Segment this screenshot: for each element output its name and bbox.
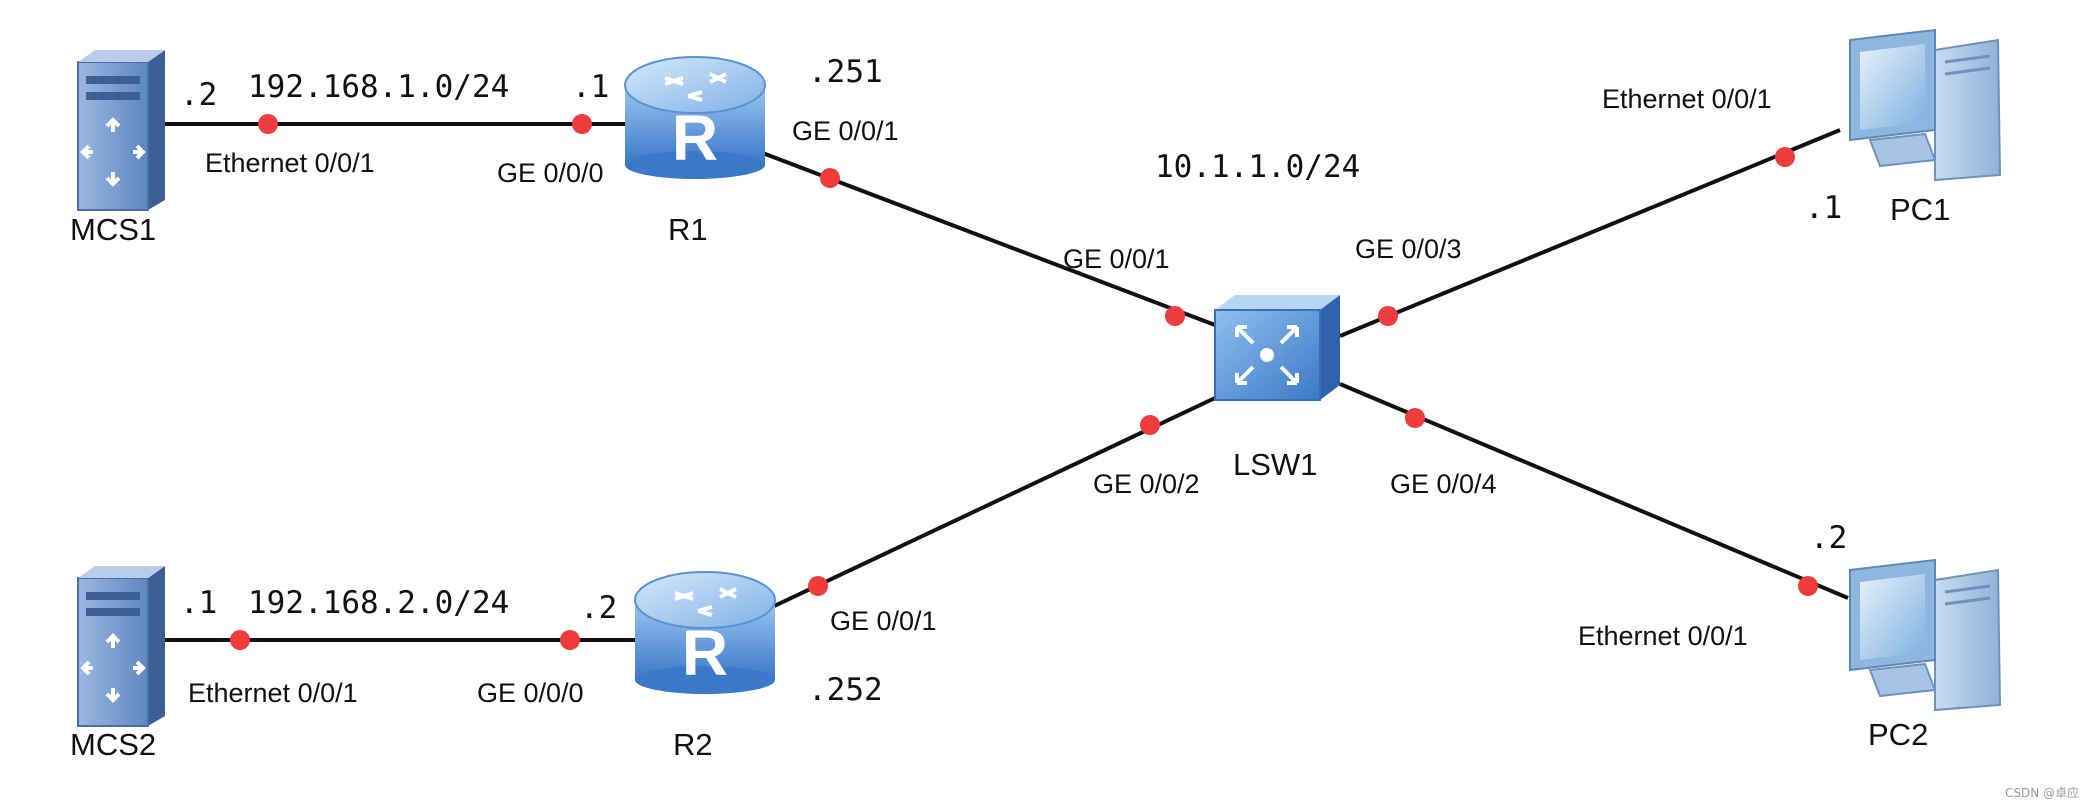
port-dot-r1-g000[interactable]: [572, 114, 592, 134]
server-icon: [77, 566, 165, 727]
device-name-mcs1: MCS1: [70, 212, 156, 247]
device-name-r2: R2: [673, 727, 713, 762]
port-dot-mcs2[interactable]: [230, 630, 250, 650]
port-dot-lsw-g003[interactable]: [1378, 306, 1398, 326]
port-label-r2-g001: GE 0/0/1: [830, 606, 937, 636]
port-label-r1-g001: GE 0/0/1: [792, 116, 899, 146]
pc1-device[interactable]: [1849, 28, 2002, 182]
port-dot-pc1[interactable]: [1775, 147, 1795, 167]
port-label-lsw-g002: GE 0/0/2: [1093, 469, 1200, 499]
port-label-pc1-eth: Ethernet 0/0/1: [1602, 84, 1772, 114]
addr-r2-g0: .2: [580, 590, 617, 626]
r1-device[interactable]: R: [624, 56, 766, 179]
port-label-mcs2-eth: Ethernet 0/0/1: [188, 678, 358, 708]
device-name-lsw1: LSW1: [1233, 447, 1317, 482]
port-dot-mcs1[interactable]: [258, 114, 278, 134]
server-icon: [77, 50, 165, 211]
link-lsw1-pc1: [1339, 128, 1841, 338]
subnet-label-net1: 192.168.1.0/24: [248, 69, 509, 105]
pc-icon: [1849, 558, 2002, 712]
addr-r1-g1: .251: [808, 54, 883, 90]
router-letter-r1: R: [672, 102, 718, 174]
port-label-lsw-g003: GE 0/0/3: [1355, 234, 1462, 264]
port-dot-r1-g001[interactable]: [820, 168, 840, 188]
mcs1-device[interactable]: [77, 50, 165, 211]
port-label-mcs1-eth: Ethernet 0/0/1: [205, 148, 375, 178]
addr-pc1: .1: [1805, 190, 1842, 226]
port-dot-r2-g000[interactable]: [560, 630, 580, 650]
links: [160, 122, 1849, 642]
port-dot-lsw-g002[interactable]: [1140, 415, 1160, 435]
lsw1-device[interactable]: [1214, 295, 1340, 401]
addr-pc2: .2: [1810, 520, 1847, 556]
router-icon: R: [634, 571, 776, 694]
subnet-label-net2: 192.168.2.0/24: [248, 585, 509, 621]
port-label-pc2-eth: Ethernet 0/0/1: [1578, 621, 1748, 651]
device-name-mcs2: MCS2: [70, 727, 156, 762]
port-dot-lsw-g001[interactable]: [1165, 306, 1185, 326]
port-dot-lsw-g004[interactable]: [1405, 408, 1425, 428]
device-name-pc2: PC2: [1868, 717, 1928, 752]
port-dot-r2-g001[interactable]: [808, 576, 828, 596]
addr-r1-g0: .1: [572, 69, 609, 105]
mcs2-device[interactable]: [77, 566, 165, 727]
pc2-device[interactable]: [1849, 558, 2002, 712]
watermark: CSDN @卓应: [2005, 785, 2079, 800]
router-letter-r2: R: [682, 617, 728, 689]
addr-mcs2: .1: [180, 585, 217, 621]
link-r2-lsw1: [769, 396, 1216, 610]
subnet-label-net3: 10.1.1.0/24: [1155, 149, 1360, 185]
r2-device[interactable]: R: [634, 571, 776, 694]
port-label-r1-g000: GE 0/0/0: [497, 158, 604, 188]
port-label-lsw-g004: GE 0/0/4: [1390, 469, 1497, 499]
device-name-r1: R1: [668, 212, 708, 247]
port-dot-pc2[interactable]: [1798, 576, 1818, 596]
pc-icon: [1849, 28, 2002, 182]
router-icon: R: [624, 56, 766, 179]
port-label-r2-g000: GE 0/0/0: [477, 678, 584, 708]
device-name-pc1: PC1: [1890, 192, 1950, 227]
addr-r2-g1: .252: [808, 672, 883, 708]
addr-mcs1: .2: [180, 77, 217, 113]
port-dots: [230, 114, 1818, 650]
port-label-lsw-g001: GE 0/0/1: [1063, 244, 1170, 274]
switch-icon: [1214, 295, 1340, 401]
